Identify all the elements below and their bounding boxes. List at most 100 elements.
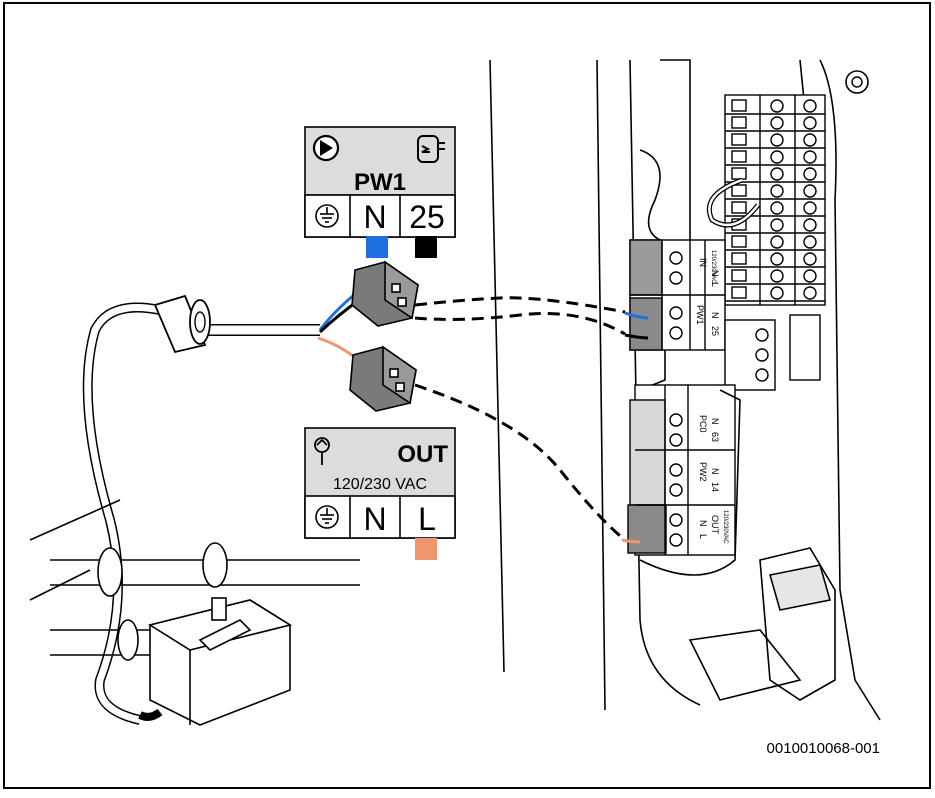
lower-module-labels: PC0 PW2 OUT 120/230VAC N 63 N 14 N L [698, 415, 728, 544]
screw-icon [669, 271, 683, 285]
pc0-pw2-plugs [629, 399, 666, 506]
black-wire-end [624, 333, 649, 340]
connector-face [382, 345, 417, 405]
pipe-coupling [97, 547, 123, 597]
side-terminals [724, 314, 821, 391]
pipe-coupling [202, 542, 228, 588]
in-pw1-module [629, 239, 726, 351]
in-label-text: IN [698, 258, 708, 267]
screw-icon [669, 513, 683, 527]
pipe-line [29, 569, 91, 601]
screw-icon [755, 368, 769, 382]
in-terminal-n: N [710, 270, 720, 277]
out-small-label: OUT [710, 515, 720, 535]
screw-icon [770, 167, 784, 181]
pw1-terminal-25: 25 [710, 326, 720, 336]
connector-slot [395, 382, 405, 392]
lower-housing [639, 389, 836, 701]
ground-icon [315, 204, 339, 228]
terminal-slot [731, 201, 747, 214]
route-blue-wire [414, 296, 626, 314]
pipe-coupling [117, 619, 139, 661]
pw1-plug-connector [351, 260, 419, 327]
screw-icon [803, 184, 817, 198]
pw1-small-label: PW1 [695, 305, 705, 325]
screw-icon [803, 252, 817, 266]
out-connector-plug [627, 504, 667, 554]
screw-icon [803, 269, 817, 283]
screw-icon [770, 150, 784, 164]
out-terminal-n-label: N [363, 501, 386, 537]
screw-icon [803, 167, 817, 181]
out-terminal-row [304, 495, 456, 539]
pump-icon [312, 134, 340, 162]
screw-icon [770, 201, 784, 215]
screw-inner [851, 76, 863, 88]
in-terminal-l: L [710, 282, 720, 287]
in-connector-plug [629, 239, 663, 296]
terminal-slot [731, 184, 747, 197]
out-terminal-n: N [698, 520, 708, 527]
housing-edge-left [489, 59, 505, 673]
wire-color-swatch-black [415, 236, 437, 258]
terminal-slot [731, 252, 747, 265]
screw-icon [803, 99, 817, 113]
ferrite-bead-end [189, 299, 211, 345]
screw-icon [803, 286, 817, 300]
connector-face [384, 260, 419, 320]
blue-wire-end [624, 311, 649, 320]
screw-icon [803, 201, 817, 215]
screw-icon [755, 348, 769, 362]
screw-icon [669, 251, 683, 265]
screw-icon [770, 218, 784, 232]
screw-icon [755, 328, 769, 342]
out-voltage-text: 120/230VAC [722, 510, 728, 544]
screw-icon [845, 70, 869, 94]
pw1-title: PW1 [354, 169, 406, 196]
pw1-terminal-row [304, 194, 456, 238]
in-pw1-labels: IN 120/230VAC PW1 N 25 N L [695, 250, 720, 336]
connector-slot [389, 368, 399, 378]
pw1-terminal-n-label: N [363, 199, 386, 235]
pipe-line [29, 499, 121, 541]
screw-icon [770, 286, 784, 300]
housing-edge-middle [596, 59, 606, 711]
connector-slot [391, 283, 401, 293]
ground-icon [315, 505, 339, 529]
screw-icon [770, 252, 784, 266]
screw-icon [803, 235, 817, 249]
pw2-terminal-n: N [710, 468, 720, 475]
screw-icon [803, 218, 817, 232]
out-voltage: 120/230 VAC [333, 476, 427, 493]
switch-face [768, 564, 832, 611]
pump-lever [198, 619, 252, 651]
out-label-panel: OUT 120/230 VAC N L [304, 427, 456, 539]
screw-icon [803, 150, 817, 164]
wire-color-swatch-orange [415, 538, 437, 560]
terminal-rows [725, 99, 825, 302]
pc0-terminal-63: 63 [710, 432, 720, 442]
screw-icon [669, 433, 683, 447]
route-black-wire [414, 312, 626, 336]
out-terminal-l: L [698, 534, 708, 539]
pw1-terminal-n: N [710, 312, 720, 319]
screw-icon [669, 463, 683, 477]
upper-terminal-strip [724, 94, 826, 306]
housing-foot [688, 629, 802, 701]
orange-wire-end [621, 538, 641, 544]
housing-inner-edge [629, 59, 701, 706]
pc0-small-label: PC0 [698, 415, 708, 433]
cable-gland [138, 708, 163, 721]
figure-id: 0010010068-001 [767, 740, 880, 757]
terminal-slot [731, 269, 747, 282]
route-orange-wire [414, 383, 626, 542]
pw1-terminal-25-label: 25 [409, 199, 445, 235]
terminal-slot [731, 286, 747, 299]
terminal-slot [731, 99, 747, 112]
out-terminal-l-label: L [418, 501, 436, 537]
cable-assembly [82, 294, 320, 725]
terminal-slot [731, 150, 747, 163]
screw-icon [669, 483, 683, 497]
